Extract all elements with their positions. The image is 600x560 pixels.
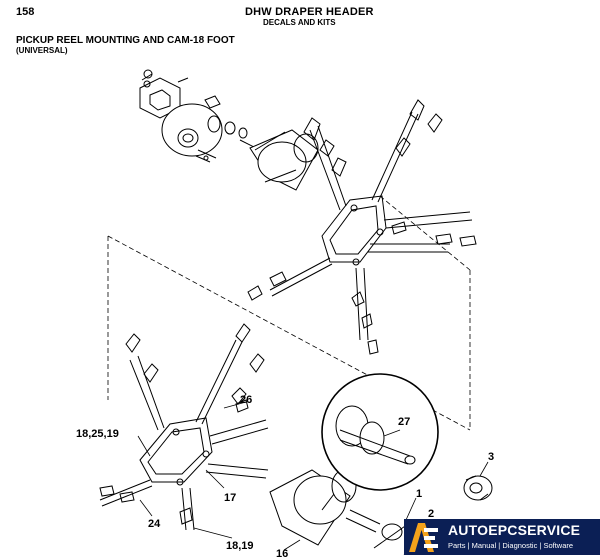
section-title: PICKUP REEL MOUNTING AND CAM-18 FOOT	[16, 35, 235, 46]
watermark-tagline: Parts | Manual | Diagnostic | Software	[448, 541, 574, 550]
lower-drum	[269, 469, 403, 546]
watermark-logo: AUTOEPCSERVICE Parts | Manual | Diagnost…	[404, 519, 600, 555]
callout-18-19: 18,19	[226, 540, 254, 552]
callout-2: 2	[428, 508, 435, 520]
alignment-lines	[107, 195, 471, 431]
ae-logo-icon	[409, 523, 438, 552]
document-subtitle: DECALS AND KITS	[263, 18, 336, 27]
callout-1: 1	[416, 488, 423, 500]
callout-24: 24	[148, 518, 161, 530]
document-title: DHW DRAPER HEADER	[245, 6, 374, 18]
callout-26: 26	[240, 394, 253, 406]
hub-plate	[161, 103, 248, 163]
detail-circle	[321, 373, 439, 511]
upper-drum	[239, 129, 319, 191]
page-number: 158	[16, 6, 35, 18]
section-subtitle: (UNIVERSAL)	[16, 46, 68, 55]
mounting-bracket	[139, 69, 221, 119]
upper-spider	[247, 99, 477, 355]
callout-27: 27	[398, 416, 411, 428]
callout-17: 17	[224, 492, 237, 504]
callout-16: 16	[276, 548, 289, 560]
collar-part	[463, 475, 493, 501]
lower-spider	[99, 323, 269, 531]
watermark-brand: AUTOEPCSERVICE	[448, 522, 581, 538]
callout-18-25-19: 18,25,19	[76, 428, 119, 440]
callout-3: 3	[488, 451, 495, 463]
